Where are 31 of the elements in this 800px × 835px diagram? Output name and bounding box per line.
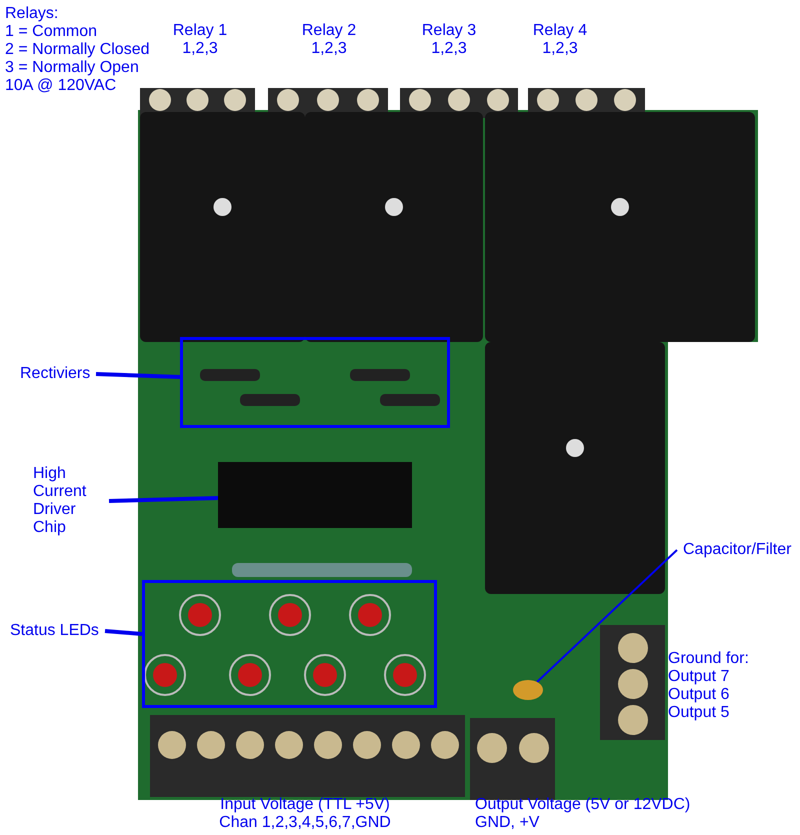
- label-text: 2 = Normally Closed: [5, 41, 150, 59]
- label-text: 10A @ 120VAC: [5, 77, 116, 95]
- label-text: Output Voltage (5V or 12VDC): [475, 796, 690, 814]
- label-text: Chan 1,2,3,4,5,6,7,GND: [219, 814, 391, 832]
- callout-text: Status LEDs: [10, 622, 99, 640]
- label-text: Output 7: [668, 668, 730, 686]
- label-text: Ground for:: [668, 650, 749, 668]
- label-text: Relay 2: [302, 22, 356, 40]
- label-text: Relay 4: [532, 22, 588, 40]
- label-text: 1,2,3: [542, 40, 578, 58]
- label-text: 1,2,3: [431, 40, 467, 58]
- label-text: Relays:: [5, 5, 58, 23]
- label-text: Output 5: [668, 704, 730, 722]
- chip: [218, 462, 412, 528]
- callout-text: Rectiviers: [20, 365, 90, 383]
- highlight-frame: [180, 337, 450, 428]
- label-text: GND, +V: [475, 814, 540, 832]
- label-text: Input Voltage (TTL +5V): [220, 796, 390, 814]
- label-text: 1,2,3: [182, 40, 218, 58]
- label-text: Relay 3: [422, 22, 476, 40]
- leader-line: [104, 629, 142, 636]
- label-text: 1 = Common: [5, 23, 98, 41]
- callout-text: High Current Driver Chip: [33, 465, 103, 537]
- label-text: 3 = Normally Open: [5, 59, 139, 77]
- leader-line: [96, 372, 180, 379]
- callout-text: Capacitor/Filter: [683, 541, 792, 559]
- leader-line: [108, 496, 218, 503]
- label-text: Relay 1: [172, 22, 228, 40]
- label-text: Output 6: [668, 686, 730, 704]
- label-text: 1,2,3: [311, 40, 347, 58]
- highlight-frame: [142, 580, 437, 708]
